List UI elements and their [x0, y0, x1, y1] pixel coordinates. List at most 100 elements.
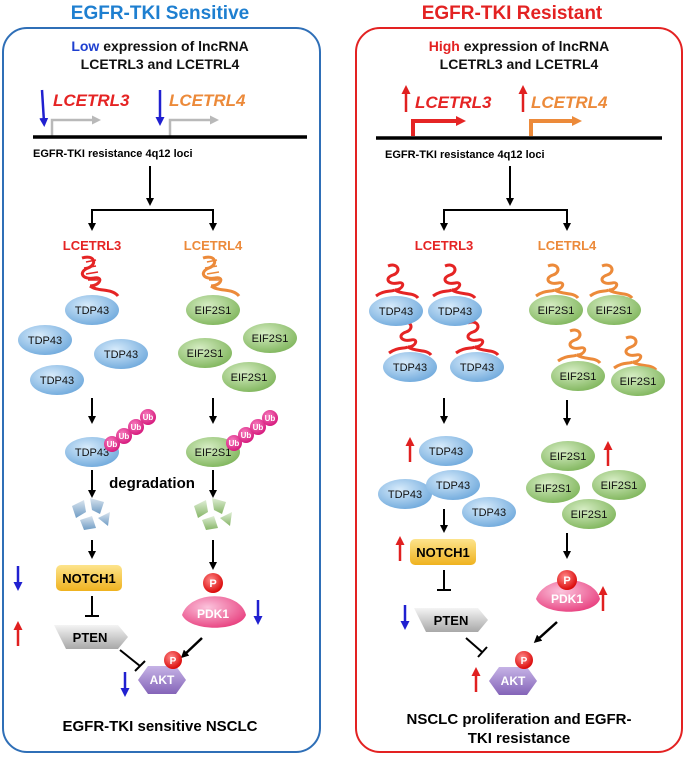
down-arrow-icon: [39, 89, 49, 127]
resistant-frame: [355, 27, 683, 753]
sensitive-subtitle-line2: LCETRL3 and LCETRL4: [81, 56, 240, 72]
inhibition-arrow: [119, 649, 146, 672]
tdp43-bound: TDP43: [450, 352, 504, 382]
svg-text:TDP43: TDP43: [429, 446, 463, 458]
resistant-title: EGFR-TKI Resistant: [422, 3, 603, 24]
eif2s1-free: EIF2S1: [178, 338, 232, 368]
svg-text:NOTCH1: NOTCH1: [416, 545, 469, 560]
svg-text:EIF2S1: EIF2S1: [538, 305, 575, 317]
eif2s1-stable: EIF2S1: [592, 470, 646, 500]
svg-text:Ub: Ub: [119, 432, 130, 441]
svg-text:EIF2S1: EIF2S1: [596, 305, 633, 317]
sensitive-title: EGFR-TKI Sensitive: [71, 3, 249, 24]
promoter-arrow-icon: [168, 115, 219, 136]
svg-text:TDP43: TDP43: [438, 306, 472, 318]
eif2s1-bound: EIF2S1: [186, 295, 240, 325]
svg-text:TDP43: TDP43: [393, 362, 427, 374]
eif2s1-stable: EIF2S1: [541, 441, 595, 471]
tdp43-free: TDP43: [94, 339, 148, 369]
resistant-conclusion-line1: NSCLC proliferation and EGFR-: [407, 711, 632, 728]
svg-text:P: P: [521, 656, 528, 667]
akt-node: AKT: [138, 666, 186, 694]
gene-lcetrl3-label: LCETRL3: [415, 93, 492, 112]
promoter-arrow-icon: [411, 116, 466, 136]
tdp43-bound: TDP43: [65, 295, 119, 325]
lncrna-lcetrl3-icon: [80, 255, 120, 298]
branch-lcetrl3-label: LCETRL3: [63, 238, 122, 253]
loci-label: EGFR-TKI resistance 4q12 loci: [385, 149, 545, 161]
ubiquitin-chain-icon: Ub Ub Ub Ub: [104, 409, 156, 452]
svg-text:PTEN: PTEN: [73, 630, 108, 645]
eif2s1-stable: EIF2S1: [526, 473, 580, 503]
svg-text:EIF2S1: EIF2S1: [187, 348, 224, 360]
branch-connector: [91, 209, 214, 226]
activation-arrow: [180, 637, 203, 659]
svg-text:EIF2S1: EIF2S1: [252, 333, 289, 345]
phospho-icon: P: [164, 651, 182, 669]
proteasome-fragments-icon: [194, 498, 232, 530]
lncrna-lcetrl4-icon: [201, 255, 241, 298]
svg-text:AKT: AKT: [150, 673, 175, 687]
gene-lcetrl4-label: LCETRL4: [531, 93, 608, 112]
promoter-arrow-icon: [50, 115, 101, 136]
svg-text:PDK1: PDK1: [197, 607, 229, 621]
svg-text:EIF2S1: EIF2S1: [601, 480, 638, 492]
svg-text:TDP43: TDP43: [388, 489, 422, 501]
svg-text:EIF2S1: EIF2S1: [620, 376, 657, 388]
svg-text:AKT: AKT: [501, 674, 526, 688]
svg-text:P: P: [209, 578, 216, 590]
svg-text:TDP43: TDP43: [460, 362, 494, 374]
tdp43-bound: TDP43: [369, 296, 423, 326]
tdp43-bound: TDP43: [383, 352, 437, 382]
eif2s1-bound: EIF2S1: [551, 361, 605, 391]
resistant-subtitle-line2: LCETRL3 and LCETRL4: [440, 56, 599, 72]
svg-text:Ub: Ub: [107, 440, 118, 449]
svg-text:TDP43: TDP43: [379, 306, 413, 318]
tdp43-free: TDP43: [30, 365, 84, 395]
pten-node: PTEN: [54, 625, 128, 649]
svg-text:EIF2S1: EIF2S1: [571, 509, 608, 521]
lncrna-lcetrl3-icon: [375, 263, 500, 357]
svg-text:TDP43: TDP43: [75, 305, 109, 317]
svg-text:Ub: Ub: [143, 413, 154, 422]
sensitive-subtitle: Low expression of lncRNA: [71, 38, 248, 54]
loci-label: EGFR-TKI resistance 4q12 loci: [33, 148, 193, 160]
inhibition-arrow: [465, 637, 488, 658]
svg-text:EIF2S1: EIF2S1: [195, 305, 232, 317]
branch-lcetrl4-label: LCETRL4: [538, 238, 597, 253]
proteasome-fragments-icon: [72, 498, 110, 530]
tdp43-stable: TDP43: [378, 479, 432, 509]
gene-lcetrl4-label: LCETRL4: [169, 91, 246, 110]
branch-connector: [443, 209, 568, 226]
svg-text:EIF2S1: EIF2S1: [231, 372, 268, 384]
phospho-icon: P: [557, 570, 577, 590]
tdp43-bound: TDP43: [428, 296, 482, 326]
resistant-conclusion-line2: TKI resistance: [468, 730, 571, 747]
eif2s1-bound: EIF2S1: [587, 295, 641, 325]
tdp43-stable: TDP43: [462, 497, 516, 527]
sensitive-panel: EGFR-TKI Sensitive Low expression of lnc…: [2, 3, 321, 753]
svg-text:TDP43: TDP43: [472, 507, 506, 519]
pdk1-node: PDK1: [536, 580, 600, 612]
sensitive-conclusion: EGFR-TKI sensitive NSCLC: [62, 718, 257, 735]
phospho-icon: P: [203, 573, 223, 593]
svg-text:NOTCH1: NOTCH1: [62, 571, 115, 586]
svg-text:Ub: Ub: [241, 431, 252, 440]
tdp43-free: TDP43: [18, 325, 72, 355]
eif2s1-free: EIF2S1: [222, 362, 276, 392]
branch-lcetrl4-label: LCETRL4: [184, 238, 243, 253]
tdp43-stable: TDP43: [426, 470, 480, 500]
gene-lcetrl3-label: LCETRL3: [53, 91, 130, 110]
inhibition-arrow: [85, 596, 99, 617]
svg-text:TDP43: TDP43: [75, 447, 109, 459]
sensitive-frame: [2, 27, 321, 753]
lncrna-lcetrl4-icon: [535, 263, 658, 372]
promoter-arrow-icon: [529, 116, 582, 136]
svg-text:TDP43: TDP43: [40, 375, 74, 387]
eif2s1-bound: EIF2S1: [611, 366, 665, 396]
degradation-label: degradation: [109, 475, 195, 492]
svg-text:TDP43: TDP43: [436, 480, 470, 492]
branch-lcetrl3-label: LCETRL3: [415, 238, 474, 253]
akt-node: AKT: [489, 667, 537, 695]
